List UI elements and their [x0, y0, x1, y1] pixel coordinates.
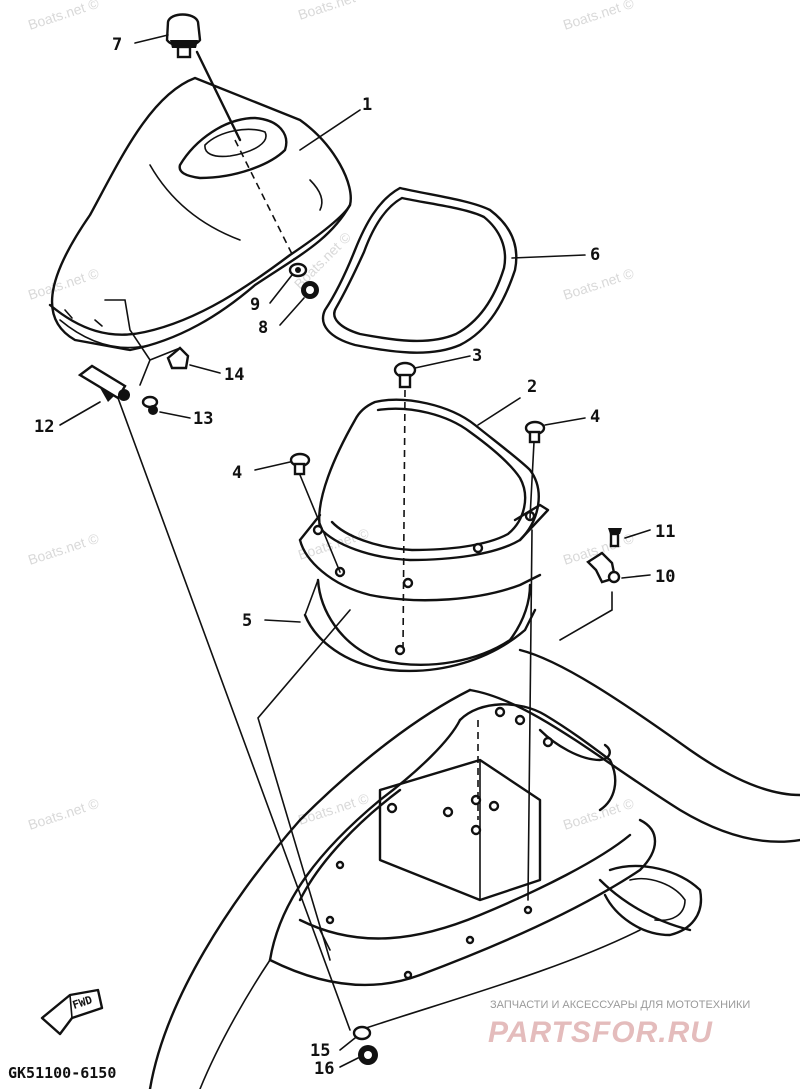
callout-1: 1: [362, 95, 372, 115]
bolt-part-11: [608, 528, 622, 548]
watermark: Boats.net ©: [26, 795, 101, 833]
washer-part-9: [288, 262, 308, 278]
callout-5: 5: [242, 611, 252, 631]
screw-part-3: [393, 361, 417, 651]
watermark: Boats.net ©: [26, 530, 101, 568]
watermark: Boats.net ©: [561, 0, 636, 33]
screw-part-13: [141, 395, 159, 415]
watermark: Boats.net ©: [561, 795, 636, 833]
callout-2: 2: [527, 377, 537, 397]
callout-9: 9: [250, 295, 260, 315]
washer-part-15: [352, 1025, 372, 1041]
fwd-arrow: FWD: [40, 988, 104, 1036]
callout-14: 14: [224, 365, 244, 385]
hatch-cover-part-1: [48, 76, 352, 352]
knob-part-7: [165, 13, 242, 142]
callout-6: 6: [590, 245, 600, 265]
gasket-part-6: [322, 186, 518, 354]
callout-13: 13: [193, 409, 213, 429]
bracket-part-10: [559, 551, 621, 641]
callout-11: 11: [655, 522, 675, 542]
shop-logo: PARTSFOR.RU: [488, 1016, 713, 1049]
shop-tagline: ЗАПЧАСТИ И АКСЕССУАРЫ ДЛЯ МОТОТЕХНИКИ: [490, 999, 750, 1011]
watermark: Boats.net ©: [561, 265, 636, 303]
watermark: Boats.net ©: [26, 0, 101, 33]
callout-8: 8: [258, 318, 268, 338]
callouts: 7 1 9 8 6 3 2 4 4 5 11 10 12 13 14 15 16: [34, 35, 675, 1079]
callout-7: 7: [112, 35, 122, 55]
nut-part-16: [358, 1045, 378, 1065]
callout-10: 10: [655, 567, 675, 587]
screw-part-4-right: [524, 420, 546, 901]
hinge-link-line: [104, 299, 151, 361]
hull-deck: [148, 648, 800, 1089]
callout-16: 16: [314, 1059, 334, 1079]
watermark: Boats.net ©: [26, 265, 101, 303]
fwd-label: FWD: [71, 993, 94, 1012]
frame-guide-line: [257, 609, 351, 961]
nut-part-8: [301, 281, 319, 299]
callout-4-right: 4: [590, 407, 600, 427]
watermark: Boats.net ©: [296, 0, 371, 23]
watermarks: Boats.net © Boats.net © Boats.net © Boat…: [26, 0, 636, 833]
callout-4-left: 4: [232, 463, 242, 483]
callout-3: 3: [472, 346, 482, 366]
hinge-part-12: [77, 364, 130, 402]
callout-15: 15: [310, 1041, 330, 1061]
clip-part-14: [139, 346, 190, 386]
hinge-guide-line: [117, 397, 351, 1031]
callout-12: 12: [34, 417, 54, 437]
leader-lines: [59, 34, 651, 1068]
diagram-code: GK51100-6150: [8, 1064, 116, 1082]
screw-part-4-left: [289, 452, 341, 573]
